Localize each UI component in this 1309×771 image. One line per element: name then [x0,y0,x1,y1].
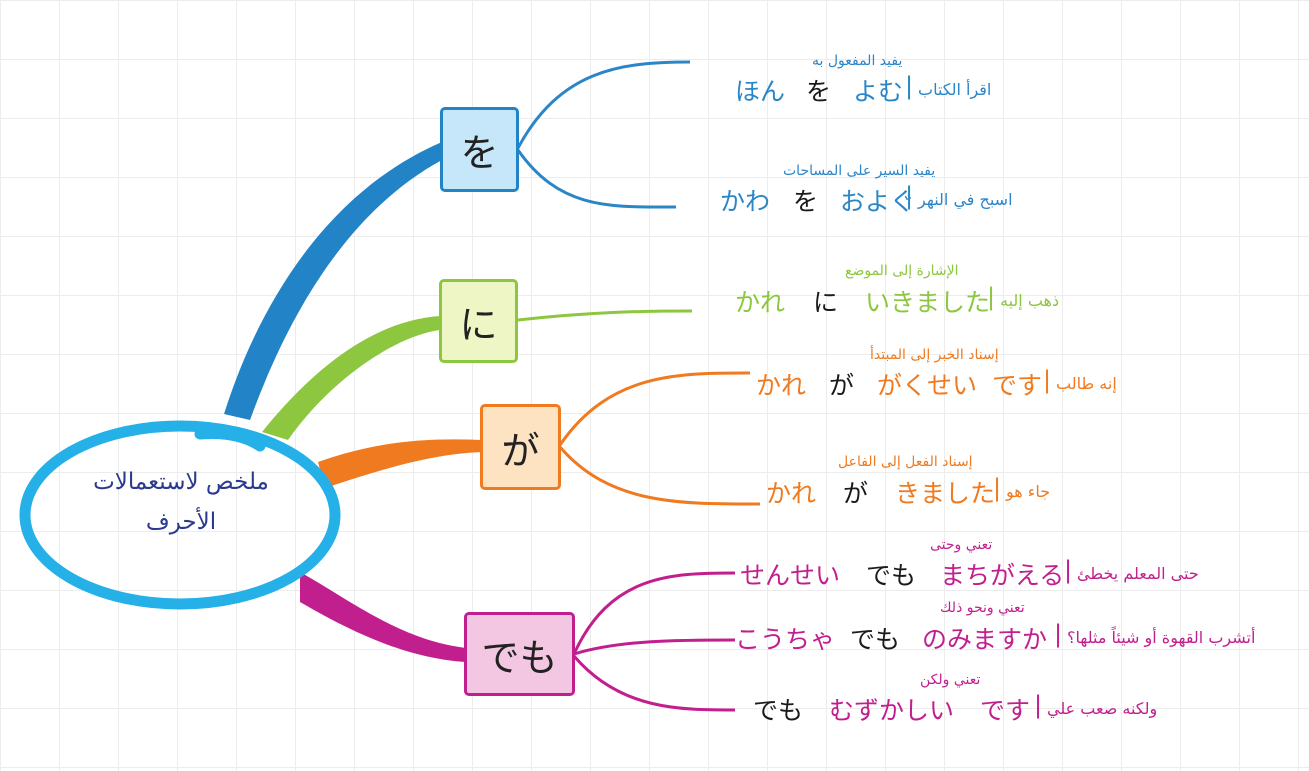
particle: を [793,187,819,216]
word: きました [895,479,996,508]
word: かれ [735,288,786,317]
word: せんせい [740,561,841,590]
sub-demo-3 [572,655,736,712]
note: إسناد الخبر إلى المبتدأ [870,347,999,363]
word: むずかしい [829,696,955,725]
center-ring-tail [194,428,266,452]
divider: | [905,72,914,100]
divider: | [1034,691,1043,719]
particle: が [829,371,855,400]
sub-wo-2 [516,149,677,209]
word: かわ [720,187,771,216]
node-ga-label: が [501,428,540,473]
word: のみますか [922,625,1048,654]
particle: を [806,77,832,106]
particle: でも [866,561,917,590]
node-wo[interactable]: を [440,107,519,192]
note: إسناد الفعل إلى الفاعل [838,454,973,470]
particle: が [843,479,869,508]
sub-ni-1 [517,309,693,322]
word: ほん [735,77,786,106]
branch-wo [224,142,442,420]
sub-demo-1 [572,571,736,655]
word: いきました [865,288,991,317]
word: かれ [756,371,807,400]
node-demo-label: でも [481,635,558,680]
word: まちがえる [940,561,1065,590]
particle: でも [850,625,901,654]
word: です [980,696,1031,725]
note: تعني وحتى [930,537,993,553]
arabic-translation: جاء هو [1006,482,1051,501]
word: です [992,371,1043,400]
center-title-line1: ملخص لاستعمالات [93,469,269,495]
note: تعني ونحو ذلك [940,600,1025,616]
divider: | [1064,556,1073,584]
center-ring [19,420,341,610]
node-ni[interactable]: に [439,279,518,363]
note: يفيد السير على المساحات [783,163,936,179]
divider: | [987,283,996,311]
branch-ga [318,439,482,488]
arabic-translation: اقرأ الكتاب [918,80,992,99]
divider: | [1043,366,1052,394]
branch-ni [262,316,440,440]
arabic-translation: حتى المعلم يخطئ [1077,564,1199,583]
arabic-translation: اسبح في النهر [918,190,1013,209]
sub-ga-2 [558,446,761,506]
note: تعني ولكن [920,672,981,688]
node-wo-label: を [460,131,499,175]
sub-ga-1 [558,371,751,446]
arabic-translation: إنه طالب [1056,374,1117,393]
particle: でも [753,696,804,725]
word: がくせい [877,371,978,400]
center-title: ملخص لاستعمالات الأحرف [56,462,306,582]
word: かれ [766,479,817,508]
arabic-translation: ولكنه صعب علي [1047,699,1158,718]
divider: | [993,474,1002,502]
word: およぐ [840,187,916,216]
arabic-translation: أتشرب القهوة أو شيئاً مثلها؟ [1067,628,1256,647]
node-ni-label: に [459,302,498,347]
sub-wo-1 [516,60,691,149]
divider: | [1054,620,1063,648]
word: こうちゃ [735,625,836,654]
arabic-translation: ذهب إليه [1000,291,1060,310]
note: الإشارة إلى الموضع [845,263,959,279]
word: よむ [853,77,904,106]
sub-demo-2 [573,638,736,656]
node-ga[interactable]: が [480,404,561,490]
particle: に [813,288,839,317]
divider: | [905,182,914,210]
center-title-line2: الأحرف [145,509,217,535]
node-demo[interactable]: でも [464,612,575,696]
note: يفيد المفعول به [812,53,903,69]
branch-demo [300,572,466,662]
